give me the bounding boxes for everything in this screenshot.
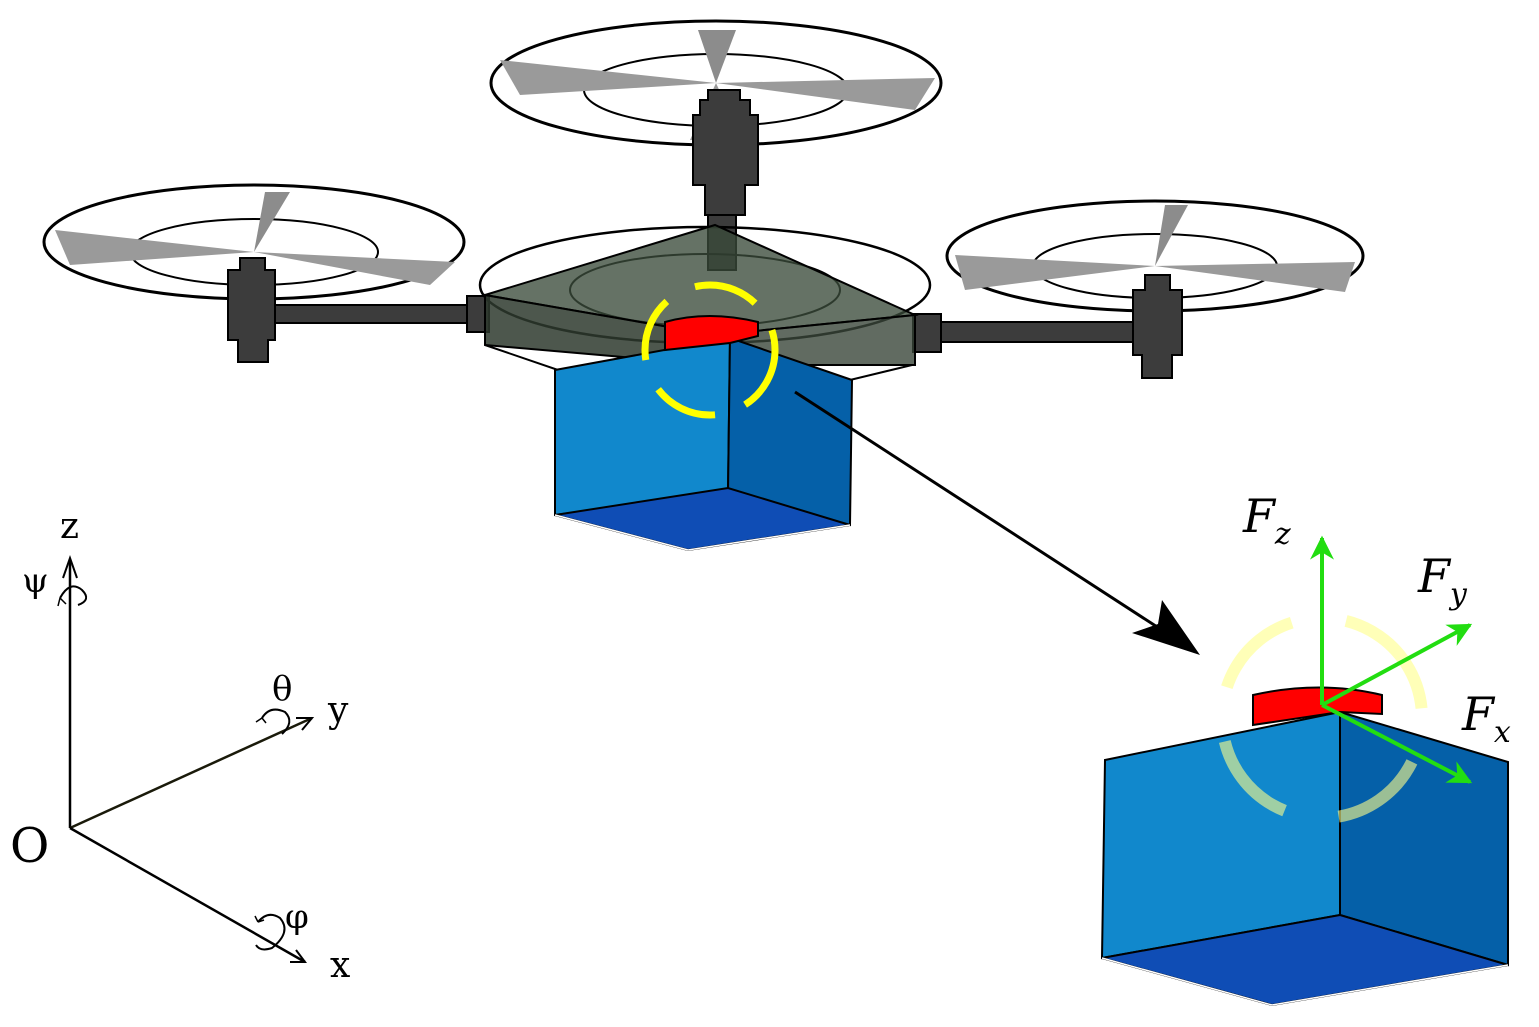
y-axis-label: y: [327, 690, 349, 731]
zoomed-ring: [1216, 612, 1428, 824]
phi-label: φ: [285, 897, 309, 937]
x-axis-label: x: [330, 945, 350, 986]
callout-arrow: [794, 390, 1200, 655]
arm-left: [264, 295, 490, 333]
theta-rotation-icon: [261, 708, 291, 735]
motor-top: [692, 89, 759, 216]
motor-right: [1132, 274, 1183, 379]
psi-label: ψ: [22, 561, 49, 601]
z-axis-label: z: [60, 506, 79, 547]
force-fz-label: Fz: [1242, 489, 1291, 552]
origin-label: O: [10, 818, 49, 874]
coordinate-frame: [57, 554, 315, 964]
propeller-left: [42, 183, 466, 301]
yellow-dashed-ring: [641, 281, 779, 419]
zoomed-sensor-block: [1252, 686, 1383, 727]
force-fy-arrow: [1321, 623, 1473, 707]
psi-rotation-icon: [59, 585, 88, 606]
force-fy-label: Fy: [1417, 549, 1468, 612]
force-fx-arrow: [1321, 703, 1473, 784]
y-axis: [69, 716, 313, 830]
zoomed-payload-box: [1100, 710, 1509, 1007]
force-arrows: [1310, 535, 1473, 784]
payload-box: [554, 336, 854, 552]
motor-left: [227, 257, 276, 363]
sensor-block: [664, 315, 759, 352]
force-fx-label: Fx: [1461, 687, 1511, 750]
phi-rotation-icon: [255, 913, 286, 951]
theta-label: θ: [272, 669, 292, 709]
x-axis: [69, 826, 306, 964]
arm-right: [912, 313, 1141, 353]
